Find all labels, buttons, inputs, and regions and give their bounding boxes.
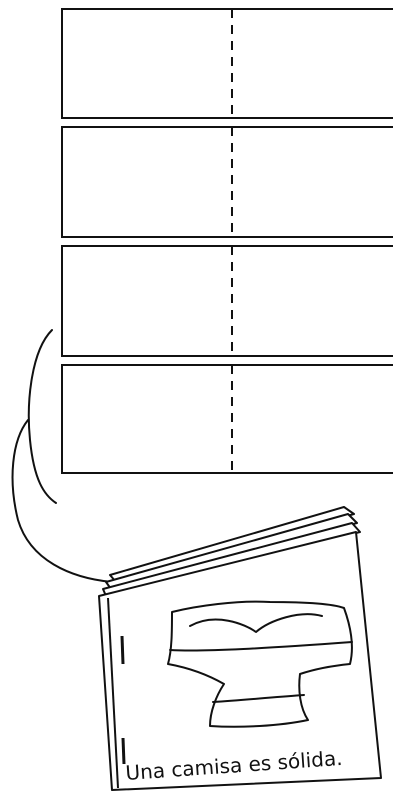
cutout-strip-1 bbox=[62, 9, 393, 118]
cutout-strip-2 bbox=[62, 127, 393, 237]
staple-mark-top bbox=[122, 636, 123, 664]
staple-mark-bottom bbox=[123, 738, 124, 764]
cutout-strip-4 bbox=[62, 365, 393, 473]
cutout-strip-3 bbox=[62, 246, 393, 356]
cutout-strips bbox=[62, 9, 393, 473]
